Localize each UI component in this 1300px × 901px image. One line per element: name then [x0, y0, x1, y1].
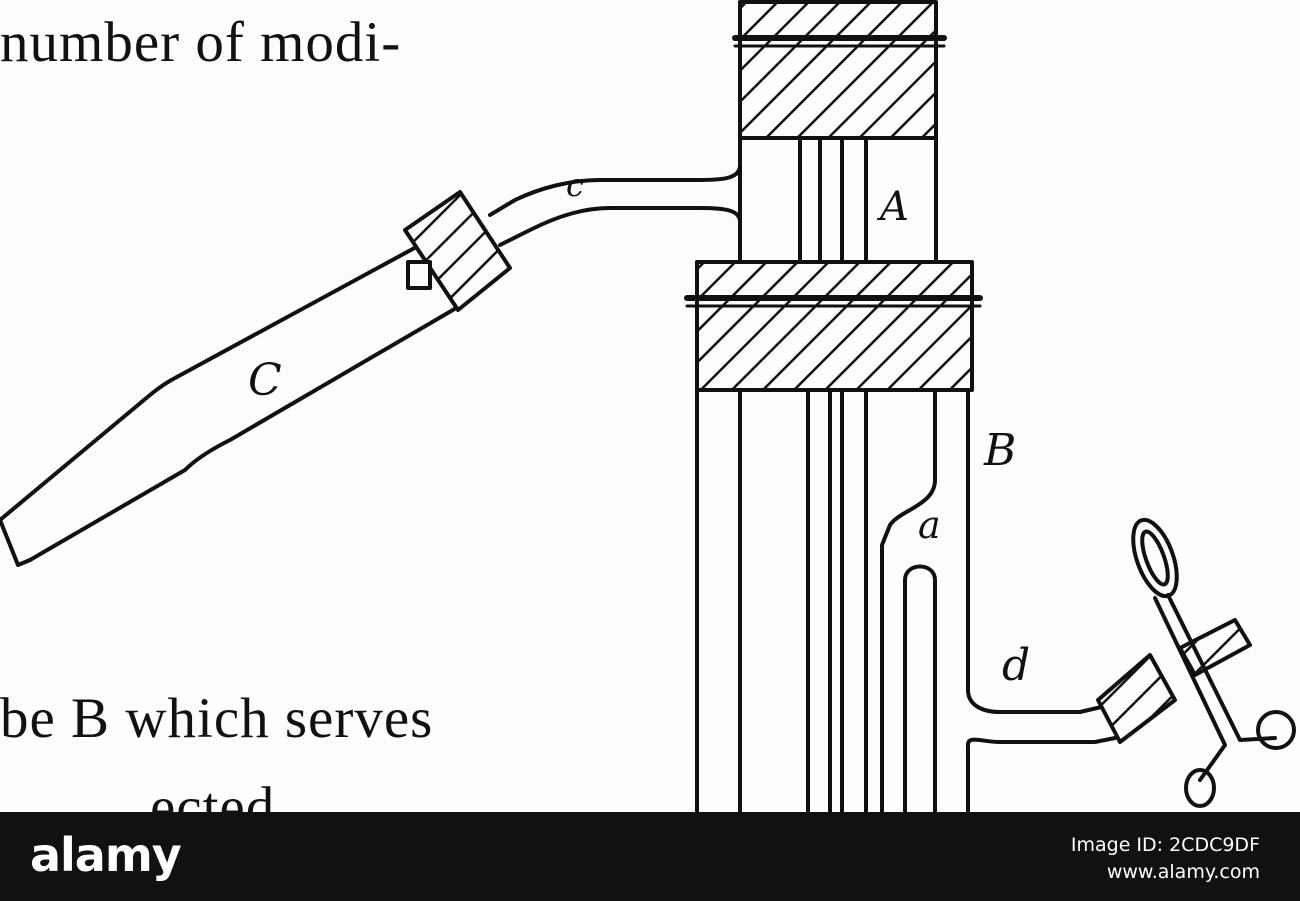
alamy-logo: alamy: [30, 828, 182, 882]
middle-stopper: [695, 260, 974, 392]
body-text-top: number of modi-: [0, 11, 402, 74]
side-tube-c: [488, 136, 742, 217]
apparatus-drawing: A B C a c d: [0, 0, 1296, 812]
watermark-bar: alamy Image ID: 2CDC9DF www.alamy.com: [0, 812, 1300, 901]
label-A: A: [876, 184, 909, 230]
upper-stopper: [738, 0, 938, 140]
tube-c-stopper: [403, 190, 512, 312]
label-c: c: [566, 166, 584, 204]
website-text: www.alamy.com: [1106, 861, 1260, 883]
inner-tube-a: [880, 388, 937, 812]
clamp-ring: [1131, 517, 1179, 599]
image-id-text: Image ID: 2CDC9DF: [1070, 834, 1260, 856]
tube-c: [0, 243, 422, 522]
outlet-d: [966, 688, 1112, 714]
label-a: a: [918, 503, 941, 547]
patent-figure: number of modi- be B which serves ected: [0, 0, 1296, 812]
label-B: B: [983, 425, 1016, 476]
body-text-tail: ected: [150, 776, 276, 812]
label-d: d: [1002, 640, 1030, 691]
image-id-block: Image ID: 2CDC9DF www.alamy.com: [1071, 832, 1260, 886]
label-C: C: [248, 355, 282, 406]
body-text-bottom: be B which serves: [0, 687, 434, 750]
